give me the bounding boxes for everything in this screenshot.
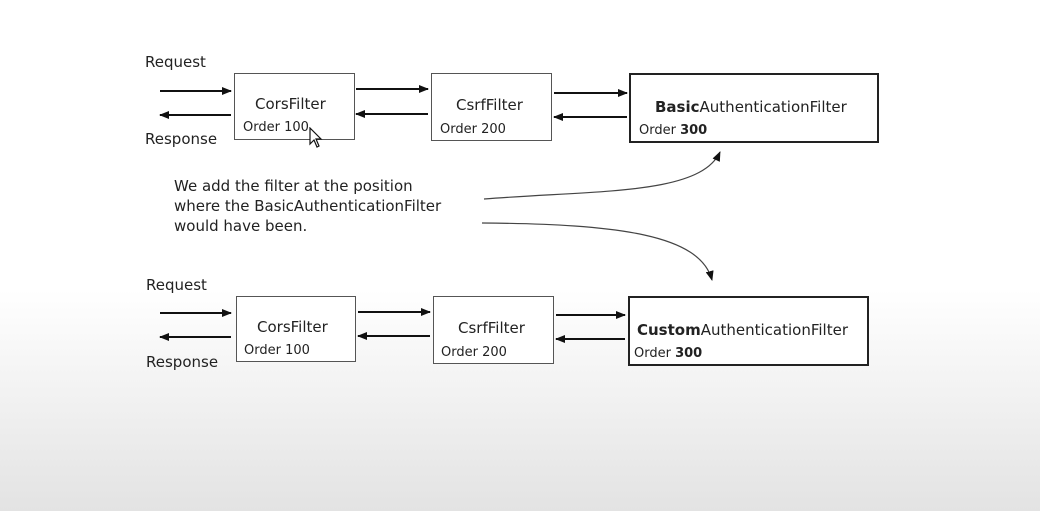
top-csrf-filter-box: CsrfFilter Order 200 xyxy=(431,73,552,141)
basic-auth-filter-name: BasicAuthenticationFilter xyxy=(655,98,847,116)
mouse-cursor-icon xyxy=(309,127,323,148)
note-to-custom-curve xyxy=(481,222,714,281)
csrf-filter-name: CsrfFilter xyxy=(458,319,525,337)
cors-filter-order: Order 100 xyxy=(244,343,310,358)
bottom-request-label: Request xyxy=(146,276,207,294)
top-response-label: Response xyxy=(145,130,218,148)
cors-filter-name: CorsFilter xyxy=(257,318,328,336)
top-cors-filter-box: CorsFilter Order 100 xyxy=(234,73,355,140)
note-line: would have been. xyxy=(174,217,308,235)
custom-auth-filter-name: CustomAuthenticationFilter xyxy=(637,321,848,339)
bottom-custom-auth-filter-box: CustomAuthenticationFilter Order 300 xyxy=(628,296,869,366)
note-to-basic-curve xyxy=(483,151,721,200)
note-line: where the BasicAuthenticationFilter xyxy=(174,197,442,215)
bottom-response-label: Response xyxy=(146,353,219,371)
top-basic-auth-filter-box: BasicAuthenticationFilter Order 300 xyxy=(629,73,879,143)
csrf-filter-order: Order 200 xyxy=(441,345,507,360)
csrf-filter-order: Order 200 xyxy=(440,122,506,137)
cors-filter-order: Order 100 xyxy=(243,120,309,135)
note-line: We add the filter at the position xyxy=(174,177,413,195)
cors-filter-name: CorsFilter xyxy=(255,95,326,113)
bottom-csrf-filter-box: CsrfFilter Order 200 xyxy=(433,296,554,364)
csrf-filter-name: CsrfFilter xyxy=(456,96,523,114)
custom-auth-filter-order: Order 300 xyxy=(634,346,703,361)
basic-auth-filter-order: Order 300 xyxy=(639,123,708,138)
bottom-cors-filter-box: CorsFilter Order 100 xyxy=(236,296,356,362)
top-request-label: Request xyxy=(145,53,206,71)
explanation-note: We add the filter at the position where … xyxy=(174,176,441,236)
